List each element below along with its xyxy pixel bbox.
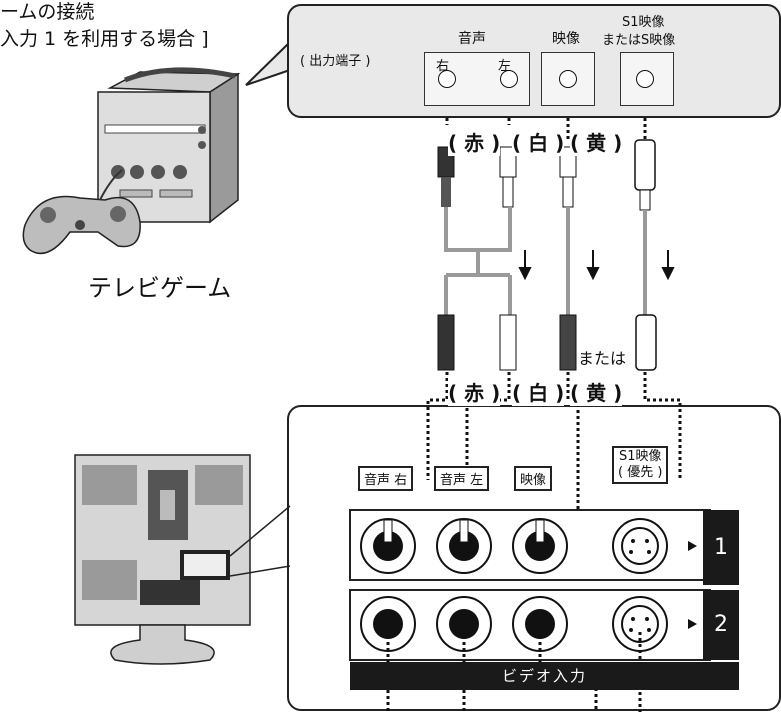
tag-audio-right: 音声 右 xyxy=(358,466,414,491)
tag-s1-video-line2: ( 優先 ) xyxy=(618,465,663,480)
callout-pointer xyxy=(245,39,291,86)
red-cable-label-bottom: ( 赤 ) xyxy=(448,377,501,406)
s1-video-label-line2: またはS映像 xyxy=(602,33,676,48)
audio-label: 音声 xyxy=(458,31,486,47)
title-line1: ームの接続 xyxy=(0,1,95,23)
video-jack xyxy=(559,70,577,88)
title-line2: 入力 1 を利用する場合 ] xyxy=(0,28,209,50)
s-video-jack xyxy=(636,70,654,88)
down-arrow-icon xyxy=(518,250,675,281)
red-cable-label-top: ( 赤 ) xyxy=(448,127,501,156)
s1-video-label-line1: S1映像 xyxy=(622,15,665,30)
rca-plug-icon xyxy=(437,146,577,208)
game-controller-icon xyxy=(22,169,141,255)
tag-video: 映像 xyxy=(514,466,553,491)
game-console-icon xyxy=(97,67,241,224)
output-terminal-panel xyxy=(287,4,781,118)
tv-rear-icon xyxy=(74,454,291,665)
video-label: 映像 xyxy=(552,31,580,47)
video-input-band: ビデオ入力 xyxy=(350,662,739,690)
input-row-2-number: 2 xyxy=(703,590,739,660)
tag-s1-video-line1: S1映像 xyxy=(618,449,662,464)
white-cable-label-top: ( 白 ) xyxy=(512,127,565,156)
s-video-plug-icon xyxy=(634,139,656,211)
or-label: または xyxy=(578,345,627,369)
input-row-1-number: 1 xyxy=(703,510,739,585)
tag-audio-left: 音声 左 xyxy=(434,466,490,491)
s-video-jack-box xyxy=(620,52,674,106)
tag-s1-video: S1映像 ( 優先 ) xyxy=(612,446,669,484)
audio-right-jack xyxy=(438,70,456,88)
game-console-caption: テレビゲーム xyxy=(88,274,232,302)
yellow-cable-label-bottom: ( 黄 ) xyxy=(570,377,623,406)
audio-left-jack xyxy=(500,70,518,88)
output-terminal-label: ( 出力端子 ) xyxy=(300,54,371,69)
white-cable-label-bottom: ( 白 ) xyxy=(512,377,565,406)
yellow-cable-label-top: ( 黄 ) xyxy=(570,127,623,156)
